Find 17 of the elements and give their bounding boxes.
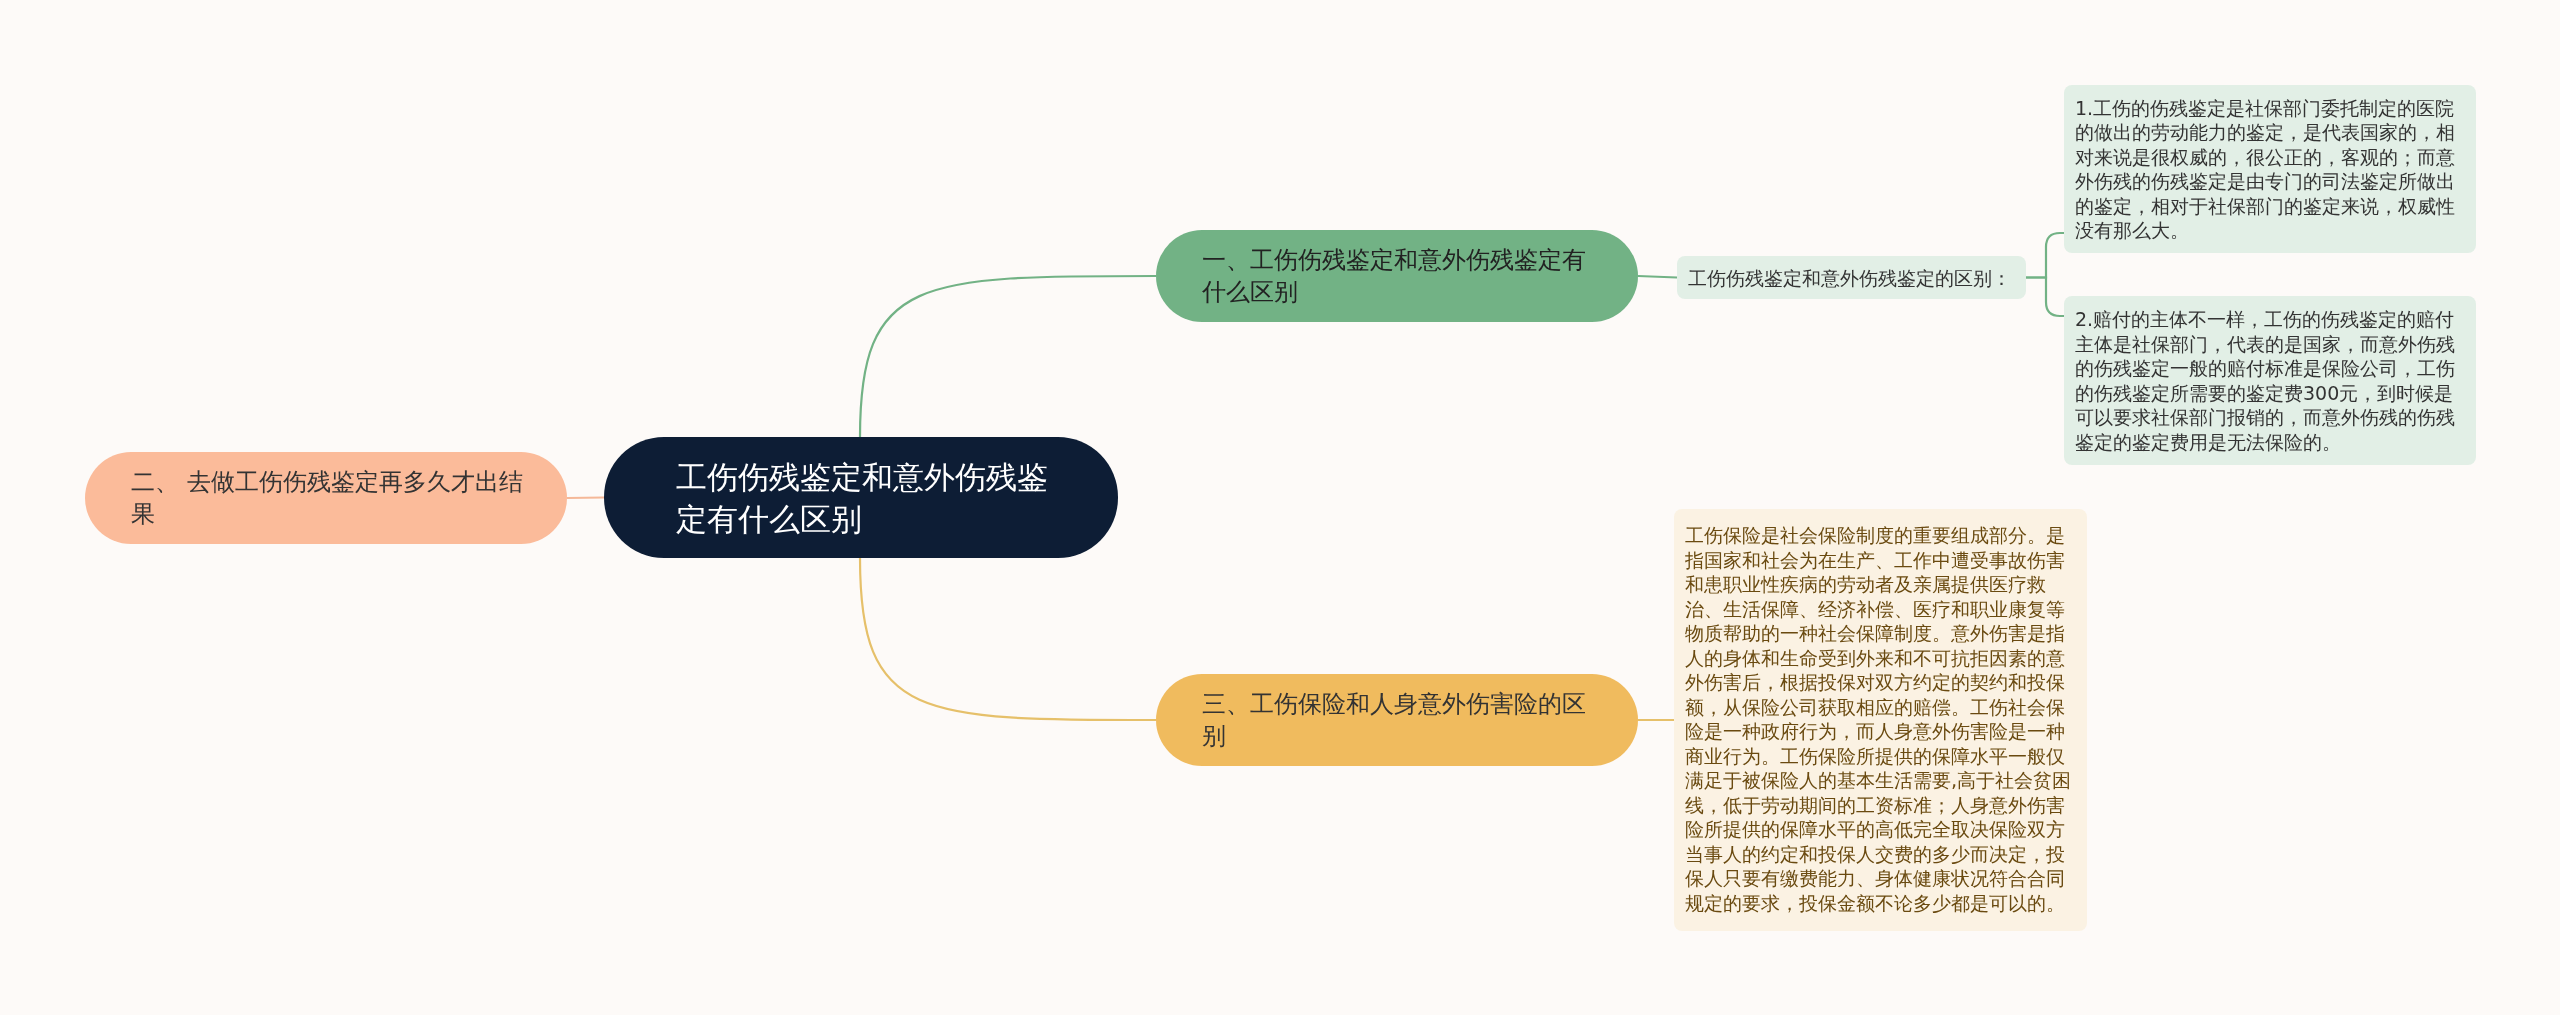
text-card — [2064, 296, 2476, 465]
connector-line — [1637, 274, 1678, 279]
text-card — [2064, 85, 2476, 253]
connector-line — [2026, 276, 2064, 318]
connector-line — [567, 496, 604, 500]
connector-line — [858, 274, 1156, 438]
topic-text: 一、工伤伤残鉴定和意外伤残鉴定有什么区别 — [1202, 245, 1587, 308]
connector-line — [1638, 718, 1674, 722]
subtopic-box — [1677, 256, 2026, 299]
topic-text: 三、工伤保险和人身意外伤害险的区别 — [1202, 689, 1587, 752]
topic-text: 2.赔付的主体不一样，工伤的伤残鉴定的赔付主体是社保部门，代表的是国家，而意外伤残的伤残鉴定一般的赔付标准是保险公司，工伤的伤残鉴定所需要的鉴定费300元，到时候是可以要求社保部门报销的，而意外伤残的伤残鉴定的鉴定费用是无法保险的。 — [2075, 307, 2456, 454]
connector-line — [858, 557, 1156, 722]
topic-text: 工伤伤残鉴定和意外伤残鉴定的区别： — [1688, 265, 2012, 291]
topic-text: 工伤伤残鉴定和意外伤残鉴定有什么区别 — [676, 457, 1048, 539]
topic-text: 1.工伤的伤残鉴定是社保部门委托制定的医院的做出的劳动能力的鉴定，是代表国家的，相对来说是很权威的，很公正的，客观的；而意外伤残的伤残鉴定是由专门的司法鉴定所做出的鉴定，相对于社保部门的鉴定来说，权威性没有那么大。 — [2075, 95, 2456, 243]
topic-text: 二、 去做工伤伤残鉴定再多久才出结果 — [131, 467, 524, 530]
topic-text: 工伤保险是社会保险制度的重要组成部分。是指国家和社会为在生产、工作中遭受事故伤害和患职业性疾病的劳动者及亲属提供医疗救治、生活保障、经济补偿、医疗和职业康复等物质帮助的一种社会保障制度。意外伤害是指人的身体和生命受到外来和不可抗拒因素的意外伤害后，根据投保对双方约定的契约和投保额，从保险公司获取相应的赔偿。工伤社会保险是一种政府行为，而人身意外伤害险是一种商业行为。工伤保险所提供的保障水平一般仅满足于被保险人的基本生活需要,高于社会贫困线，低于劳动期间的工资标准；人身意外伤害险所提供的保障水平的高低完全取决保险双方当事人的约定和投保人交费的多少而决定，投保人只要有缴费能力、身体健康状况符合合同规定的要求，投保金额不论多少都是可以的。 — [1685, 524, 2073, 916]
